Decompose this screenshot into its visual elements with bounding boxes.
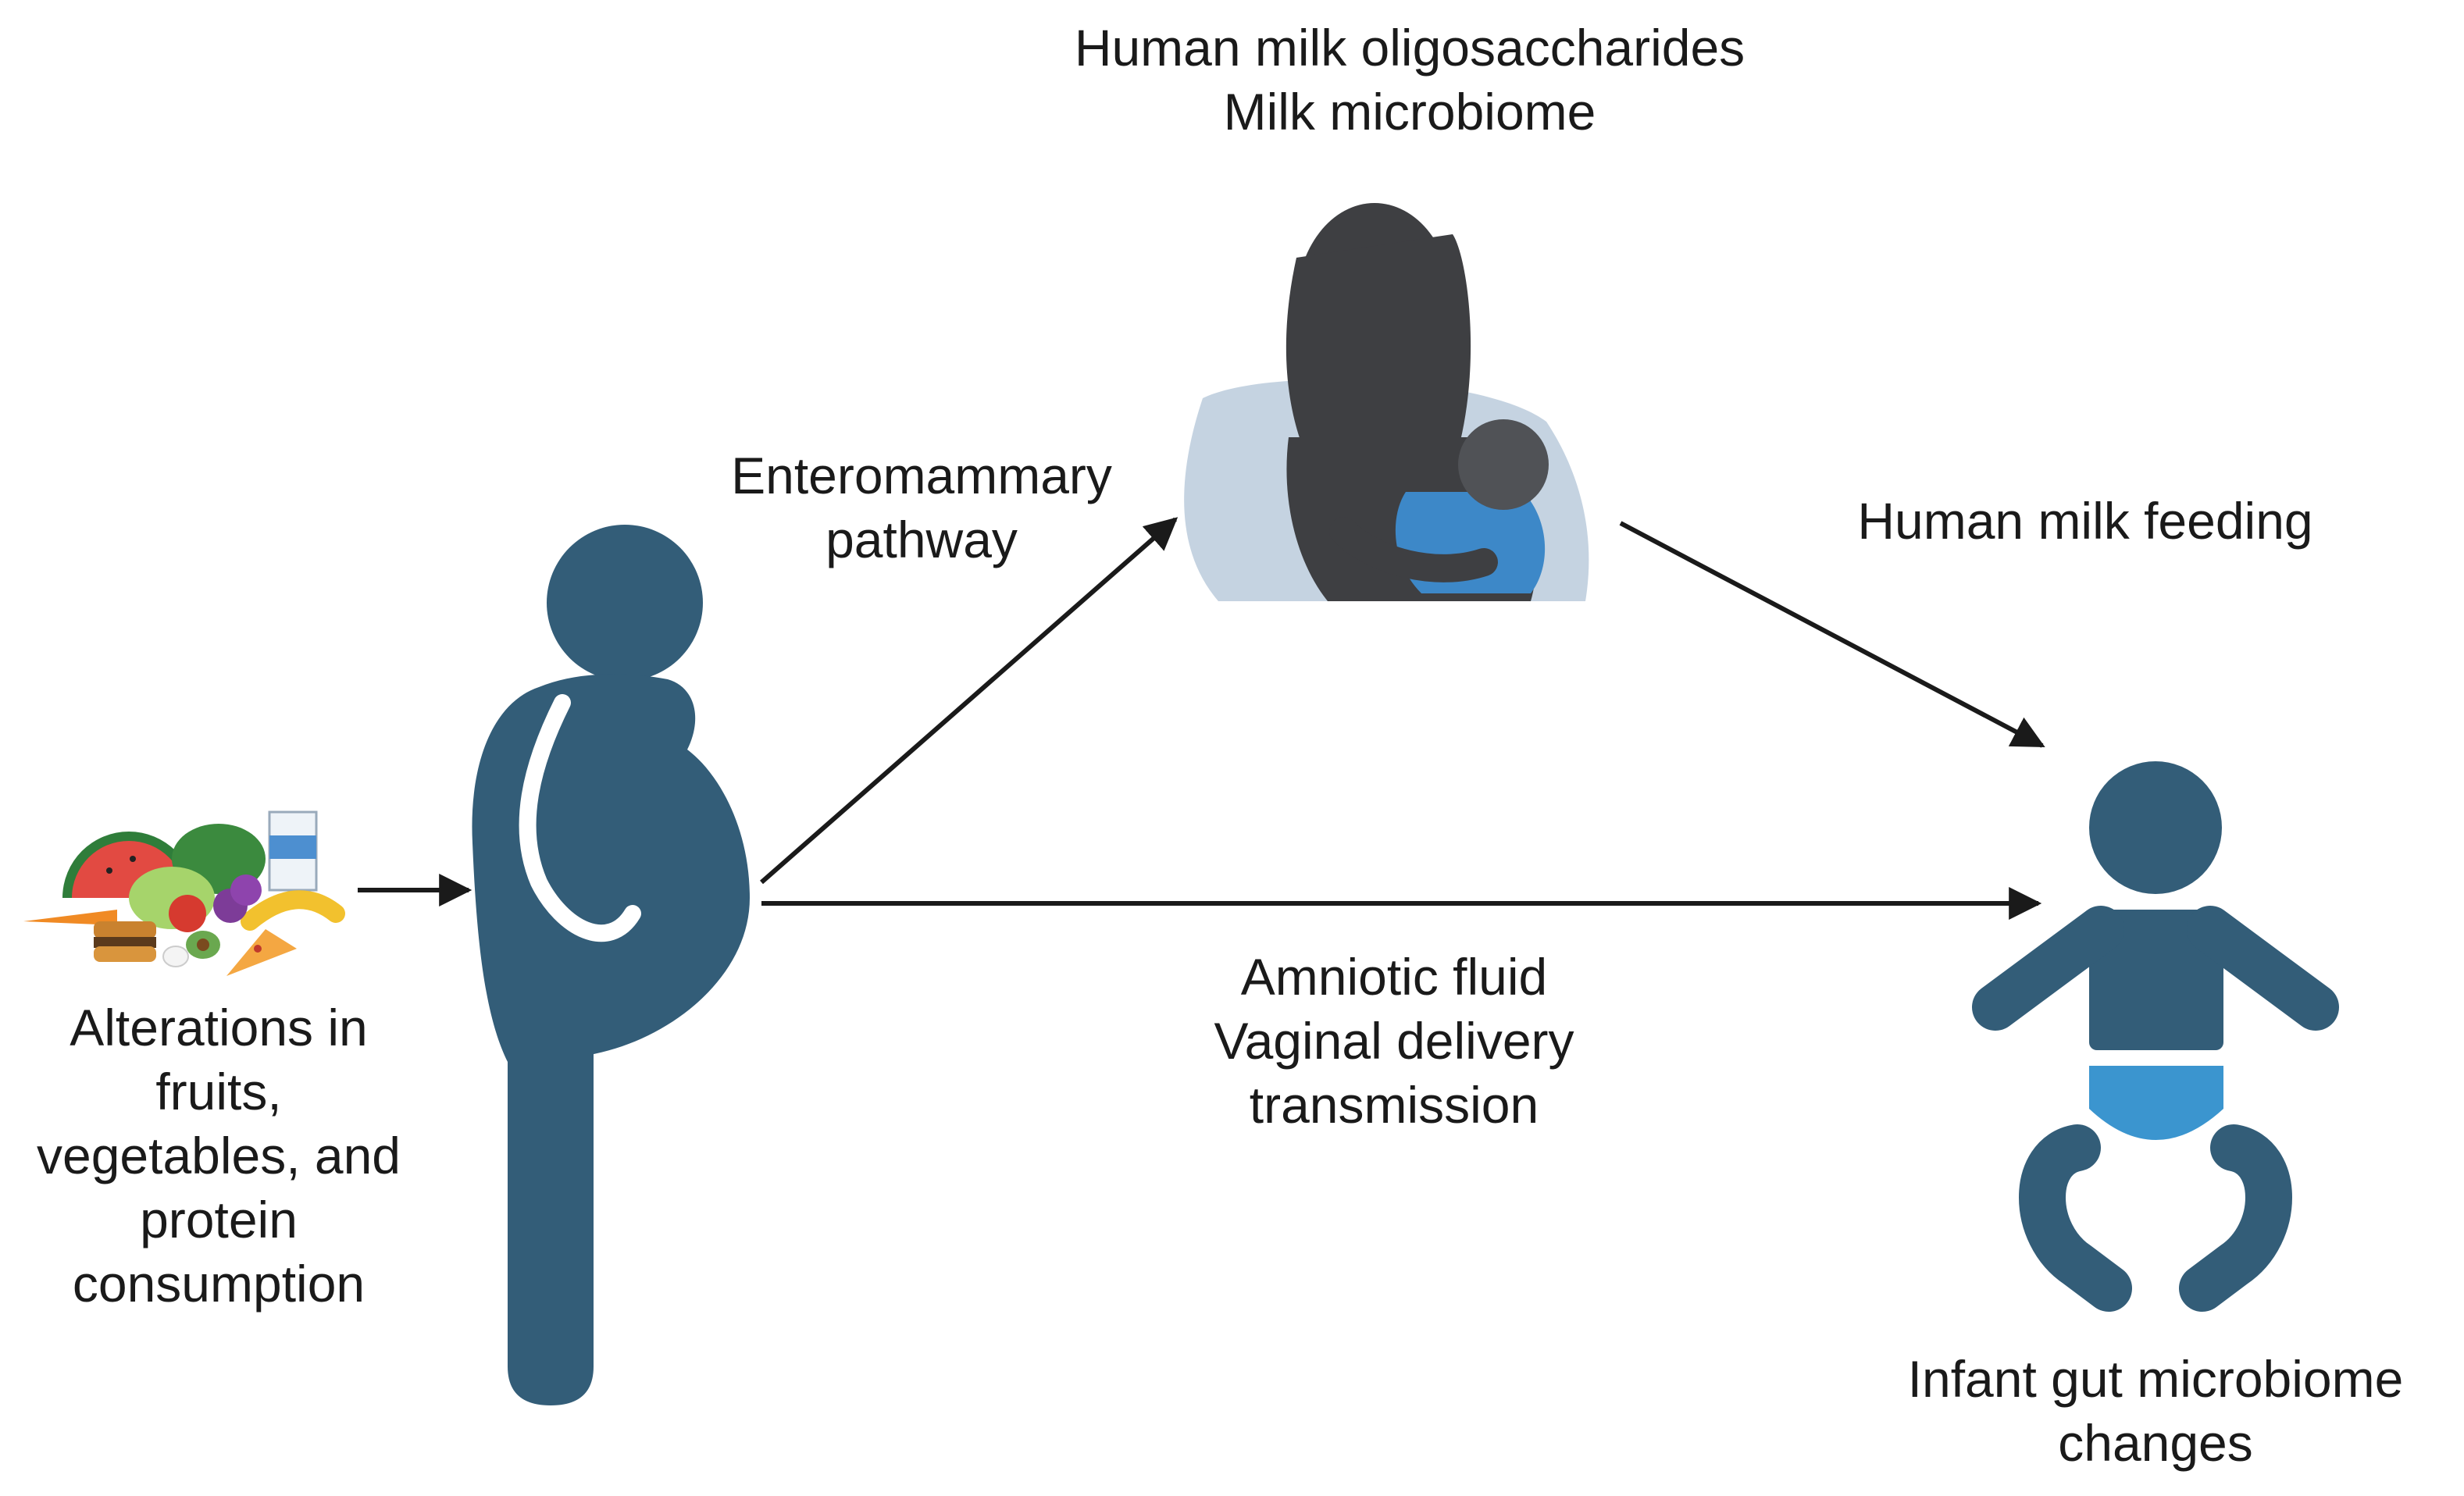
fruits-vegetables-protein-icon [23,810,345,976]
arrow-breastfeeding-to-infant [1619,521,2045,748]
pregnant-woman-icon [472,525,750,1405]
breastfeeding-mother-icon [1184,203,1589,601]
infant-outcome-label: Infant gut microbiome changes [1907,1350,2404,1472]
milk-components-label: Human milk oligosaccharides Milk microbi… [1074,19,1745,141]
infant-icon [1972,761,2339,1312]
direct-transmission-label: Amniotic fluid Vaginal delivery transmis… [1214,948,1574,1134]
milk-feeding-label: Human milk feeding [1857,492,2313,550]
diet-alterations-label: Alterations in fruits, vegetables, and p… [36,999,401,1313]
arrow-mother-to-breastfeeding [760,517,1179,885]
enteromammary-pathway-label: Enteromammary pathway [731,447,1112,568]
